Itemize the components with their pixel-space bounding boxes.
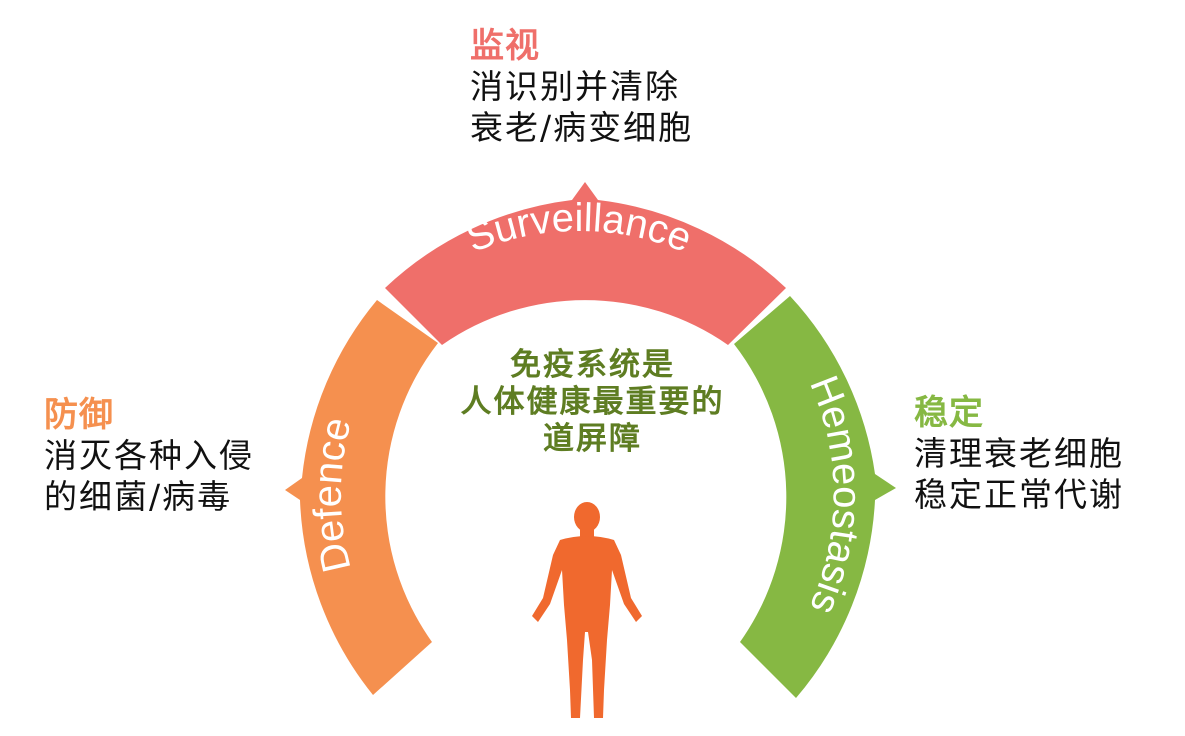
- homeostasis-title: 稳定: [914, 393, 984, 433]
- homeostasis-description: 稳定 清理衰老细胞 稳定正常代谢: [914, 393, 1124, 515]
- homeostasis-arc-shape: [734, 296, 896, 698]
- homeostasis-line-1: 清理衰老细胞: [914, 434, 1124, 474]
- surveillance-description: 监视 消识别并清除 衰老/病变细胞: [470, 26, 693, 148]
- homeostasis-line-2: 稳定正常代谢: [914, 474, 1124, 514]
- surveillance-arc: Surveillance: [385, 182, 786, 345]
- center-line-3: 道屏障: [543, 421, 642, 458]
- human-figure-icon: [532, 502, 642, 718]
- defence-title: 防御: [44, 395, 114, 435]
- defence-line-2: 的细菌/病毒: [44, 476, 233, 516]
- defence-line-1: 消灭各种入侵: [44, 436, 254, 476]
- defence-arc: Defence: [285, 300, 438, 695]
- surveillance-line-1: 消识别并清除: [470, 67, 680, 107]
- homeostasis-arc: Hemeostasis: [734, 296, 896, 698]
- center-line-2: 人体健康最重要的: [460, 384, 725, 421]
- surveillance-arc-shape: [385, 182, 786, 345]
- defence-description: 防御 消灭各种入侵 的细菌/病毒: [44, 395, 254, 517]
- center-statement: 免疫系统是 人体健康最重要的 道屏障: [415, 347, 770, 459]
- defence-arc-shape: [285, 300, 438, 695]
- surveillance-line-2: 衰老/病变细胞: [470, 107, 694, 147]
- center-line-1: 免疫系统是: [510, 347, 675, 383]
- surveillance-title: 监视: [470, 26, 540, 66]
